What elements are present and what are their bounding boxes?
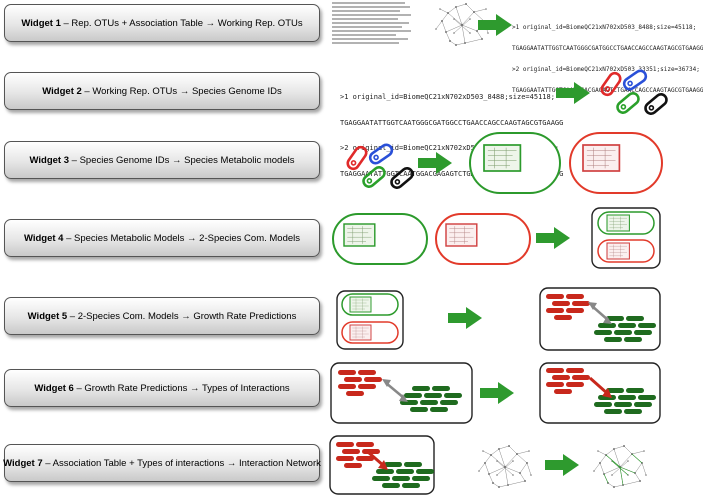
arrow-head — [399, 394, 408, 402]
widget-2-number: Widget 2 — [42, 85, 82, 97]
widget-3-out: Species Metabolic models — [181, 154, 295, 166]
arrow-right-icon: → — [181, 310, 191, 322]
diagram-graphics — [329, 2, 671, 495]
arrow-head — [602, 388, 612, 398]
widget-4-label: Widget 4 – Species Metabolic Models → 2-… — [24, 233, 300, 244]
arrow-head — [378, 460, 388, 470]
red-model-icon — [349, 324, 372, 341]
bacteria-icon — [366, 141, 396, 167]
bacteria-icon — [598, 69, 624, 99]
widget-7-label: Widget 7 – Association Table + Types of … — [3, 458, 321, 469]
interaction-type-box — [539, 362, 661, 424]
sequence-line: TGAGGAATATTGGTCAATGGACGAGAGTCTGAACCAGCCA… — [340, 169, 564, 178]
widget-2-label: Widget 2 – Working Rep. OTUs → Species G… — [42, 86, 281, 97]
widget-4-out: 2-Species Com. Models — [196, 232, 301, 244]
red-model-icon — [445, 223, 478, 247]
widget-4-number: Widget 4 — [23, 232, 64, 244]
widget-7-out: Interaction Network — [236, 457, 321, 469]
bacteria-icon — [641, 90, 671, 118]
widget-1-label: Widget 1 – Rep. OTUs + Association Table… — [21, 18, 302, 29]
bacteria-icon — [613, 89, 643, 117]
green-arrow-icon — [478, 14, 512, 36]
bacteria-icon — [359, 163, 389, 191]
arrow-head — [588, 302, 597, 310]
red-model-icon — [582, 144, 621, 172]
widget-6-out: Types of Interactions — [199, 382, 290, 394]
widget-6-desc: – Growth Rate Predictions — [73, 382, 191, 394]
widget-5-out: Growth Rate Predictions — [190, 310, 297, 322]
arrow-head — [382, 379, 391, 387]
widget-3-box[interactable]: Widget 3 – Species Genome IDs → Species … — [4, 141, 320, 179]
widget-2-desc: – Working Rep. OTUs — [81, 85, 180, 97]
widget-1-out: Working Rep. OTUs — [215, 17, 303, 29]
widget-1-desc: – Rep. OTUs + Association Table — [60, 17, 206, 29]
green-arrow-icon — [545, 454, 579, 476]
widget-7-box[interactable]: Widget 7 – Association Table + Types of … — [3, 444, 321, 482]
green-model-icon — [606, 214, 630, 232]
widget-5-number: Widget 5 — [27, 310, 68, 322]
sequence-line: TGAGGAATATTGGTCAATGGGCGATGGCCTGAACCAGCCA… — [512, 45, 703, 52]
sequence-line: >1 original_id=BiomeQC21xN702xD503_8488;… — [340, 93, 555, 101]
widget-3-label: Widget 3 – Species Genome IDs → Species … — [30, 155, 295, 166]
widget-5-label: Widget 5 – 2-Species Com. Models → Growt… — [28, 311, 297, 322]
arrow-right-icon: → — [190, 382, 200, 394]
red-arrow-icon — [589, 376, 609, 396]
arrow-right-icon: → — [187, 232, 197, 244]
green-arrow-icon — [480, 382, 514, 404]
widget-3-desc: – Species Genome IDs — [69, 154, 172, 166]
widget-6-label: Widget 6 – Growth Rate Predictions → Typ… — [34, 383, 289, 394]
widget-4-box[interactable]: Widget 4 – Species Metabolic Models → 2-… — [4, 219, 320, 257]
arrow-right-icon: → — [205, 17, 216, 29]
widget-7-desc: – Association Table + Types of interacti… — [42, 457, 227, 469]
widget-1-number: Widget 1 — [21, 17, 61, 29]
sequence-line: TGAGGAATATTGGTCAATGGGCGATGGCCTGAACCAGCCA… — [340, 118, 564, 127]
sequence-line: >2 original_id=BiomeQC21xN702xD503_33351… — [340, 144, 560, 152]
sequence-line: >1 original_id=BiomeQC21xN702xD503_8488;… — [512, 24, 697, 31]
green-arrow-icon — [556, 82, 590, 104]
bacteria-icon — [344, 143, 370, 173]
red-model-icon — [606, 242, 630, 260]
widget-1-box[interactable]: Widget 1 – Rep. OTUs + Association Table… — [4, 4, 320, 42]
widget-6-box[interactable]: Widget 6 – Growth Rate Predictions → Typ… — [4, 369, 320, 407]
double-arrow-icon — [385, 382, 405, 399]
widget-2-out: Species Genome IDs — [189, 85, 282, 97]
widget-4-desc: – Species Metabolic Models — [63, 232, 188, 244]
double-arrow-icon — [591, 305, 609, 321]
widget-5-box[interactable]: Widget 5 – 2-Species Com. Models → Growt… — [4, 297, 320, 335]
bacteria-icon — [620, 67, 650, 93]
network-icon — [477, 444, 533, 489]
widget-2-box[interactable]: Widget 2 – Working Rep. OTUs → Species G… — [4, 72, 320, 110]
green-model-icon — [483, 144, 522, 172]
widget-6-number: Widget 6 — [34, 382, 74, 394]
widget-5-desc: – 2-Species Com. Models — [67, 310, 182, 322]
arrow-right-icon: → — [171, 154, 182, 166]
bacteria-icon — [387, 164, 417, 192]
green-arrow-icon — [418, 152, 452, 174]
sequence-line: >2 original_id=BiomeQC21xN702xD503_33351… — [512, 66, 700, 73]
widget-7-number: Widget 7 — [3, 457, 43, 469]
green-arrow-icon — [448, 307, 482, 329]
green-arrow-icon — [536, 227, 570, 249]
widget-3-number: Widget 3 — [29, 154, 70, 166]
arrow-right-icon: → — [179, 85, 190, 97]
arrow-right-icon: → — [226, 457, 237, 469]
green-model-icon — [343, 223, 376, 247]
colored-network-icon — [592, 444, 648, 489]
widget-2-input-sequences: >1 original_id=BiomeQC21xN702xD503_8488;… — [340, 76, 564, 187]
arrow-head — [603, 316, 612, 324]
green-model-icon — [349, 296, 372, 313]
